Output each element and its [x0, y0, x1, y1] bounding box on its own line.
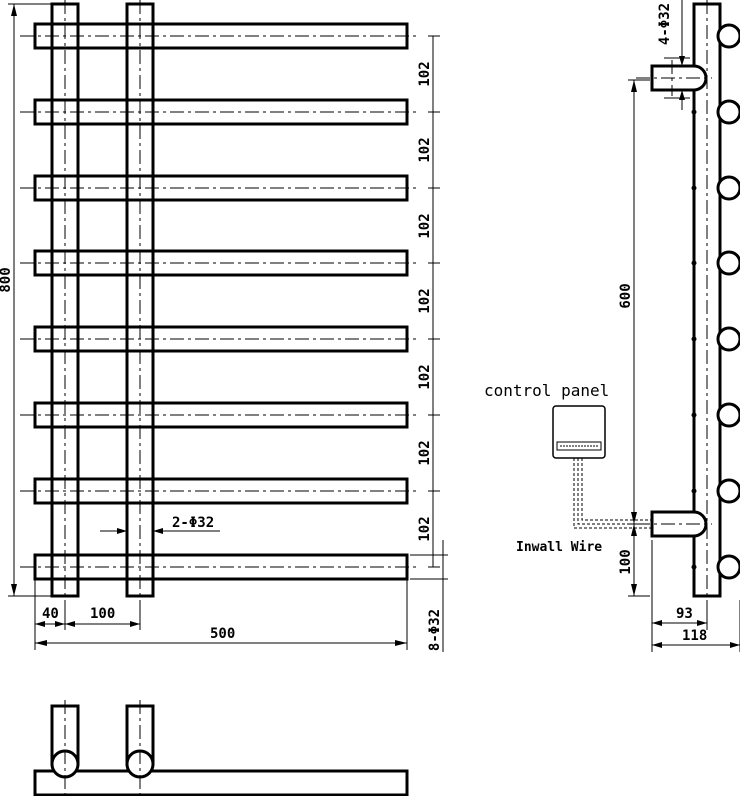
bar-diameter-dimension: 8-Φ32	[410, 554, 448, 652]
dim-bar-spacing: 102	[417, 440, 433, 465]
dim-bar-dia: 8-Φ32	[427, 609, 443, 651]
horizontal-bars	[33, 22, 409, 581]
dim-bottom-mount: 100	[618, 549, 634, 574]
dim-bar-spacing: 102	[417, 288, 433, 313]
dim-mount-spacing: 600	[618, 283, 634, 308]
dim-bar-spacing: 102	[417, 213, 433, 238]
wall-bracket-bottom	[636, 510, 712, 538]
total-width-dimension: 500	[35, 626, 407, 646]
dim-left-offset: 40	[42, 606, 59, 622]
dim-pipe-dia: 2-Φ32	[172, 515, 214, 531]
dim-pipe-spacing: 100	[90, 606, 115, 622]
control-panel-label: control panel	[484, 381, 609, 400]
bar-spacing-dimensions: 102 102 102 102 102 102 102	[417, 35, 444, 580]
wall-bracket-top	[636, 60, 712, 96]
dim-depth-inner: 93	[676, 606, 693, 622]
dim-bar-spacing: 102	[417, 61, 433, 86]
depth-dimensions: 93 118	[651, 540, 740, 652]
dim-total-height: 800	[0, 267, 14, 292]
total-height-dimension: 800	[0, 3, 52, 597]
center-lines	[20, 0, 420, 620]
dim-bar-spacing: 102	[417, 516, 433, 541]
mount-spacing-dimension: 600 100	[618, 79, 650, 597]
dim-depth-outer: 118	[682, 628, 707, 644]
plan-bar	[33, 769, 409, 796]
dim-side-dia: 4-Φ32	[657, 3, 673, 45]
dim-total-width: 500	[210, 626, 235, 642]
side-diameter-dimension: 4-Φ32	[657, 0, 690, 110]
bottom-offset-dimensions: 40 100	[34, 580, 408, 650]
front-view: 102 102 102 102 102 102 102 800 2-Φ32	[0, 0, 448, 652]
pipe-diameter-dimension: 2-Φ32	[100, 515, 220, 534]
control-panel: control panel Inwall Wire	[484, 381, 652, 555]
side-bar-ends	[691, 23, 740, 580]
dim-bar-spacing: 102	[417, 364, 433, 389]
side-view: 4-Φ32 600 100 93 118	[484, 0, 740, 652]
plan-view	[33, 700, 409, 796]
inwall-wire-label: Inwall Wire	[516, 540, 602, 555]
dim-bar-spacing: 102	[417, 137, 433, 162]
